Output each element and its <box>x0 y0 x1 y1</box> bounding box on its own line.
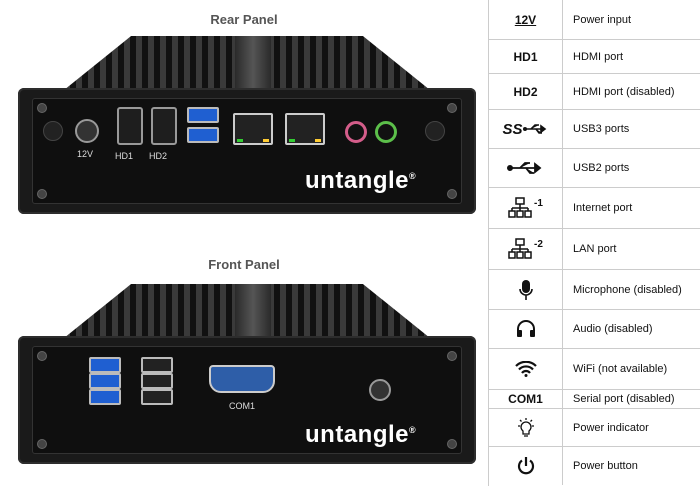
lan-port <box>285 113 325 145</box>
power-button-icon <box>489 447 563 485</box>
internet-port <box>233 113 273 145</box>
legend-row-lan: -2 LAN port <box>489 229 700 270</box>
legend-row-usb2: USB2 ports <box>489 149 700 188</box>
headphones-icon <box>489 310 563 348</box>
wifi-icon <box>489 349 563 389</box>
wifi-antenna-left <box>43 121 63 141</box>
legend-desc: USB2 ports <box>573 162 630 174</box>
network-icon: -2 <box>489 229 563 269</box>
audio-jack <box>375 121 397 143</box>
rear-panel-title: Rear Panel <box>210 12 278 27</box>
legend-desc: Microphone (disabled) <box>573 283 682 296</box>
power-glyph <box>517 457 534 475</box>
front-faceplate: COM1 untangle® <box>32 346 462 454</box>
rear-panel-image: 12V HD1 HD2 untangle® <box>18 36 476 214</box>
rear-faceplate: 12V HD1 HD2 untangle® <box>32 98 462 204</box>
usb2-port-1 <box>141 357 173 373</box>
light-bulb-glyph <box>517 417 534 437</box>
legend-desc: WiFi (not available) <box>573 363 668 375</box>
screw <box>447 103 457 113</box>
legend-row-wifi: WiFi (not available) <box>489 349 700 390</box>
legend-row-hdmi-2: HD2 HDMI port (disabled) <box>489 74 700 110</box>
legend-row-audio: Audio (disabled) <box>489 310 700 349</box>
headphones-glyph <box>516 320 535 337</box>
usb3-port-1 <box>89 357 121 373</box>
legend-desc: Audio (disabled) <box>573 323 653 335</box>
legend-desc: Power button <box>573 460 638 472</box>
microphone-jack <box>345 121 367 143</box>
screw <box>37 189 47 199</box>
wifi-antenna-right <box>425 121 445 141</box>
heatsink-spine <box>235 284 271 346</box>
screw <box>37 439 47 449</box>
activity-led <box>263 139 269 142</box>
usb3-port-3 <box>89 389 121 405</box>
heatsink-spine <box>235 36 271 98</box>
usb-trident-icon <box>522 124 546 134</box>
usb3-port-top <box>187 107 219 123</box>
legend-desc: HDMI port <box>573 50 624 63</box>
hdmi-icon: HD1 <box>489 40 563 73</box>
screw <box>447 439 457 449</box>
legend-desc: Serial port (disabled) <box>573 393 675 405</box>
legend-desc: Internet port <box>573 202 633 214</box>
hdmi-port-1 <box>117 107 143 145</box>
wifi-glyph <box>514 361 537 377</box>
power-button <box>369 379 391 401</box>
hdmi-icon: HD2 <box>489 74 563 109</box>
usb2-icon <box>489 149 563 187</box>
link-led <box>237 139 243 142</box>
screw <box>447 189 457 199</box>
serial-port <box>209 365 275 393</box>
legend-table: 12V Power input HD1 HDMI port HD2 HDMI p… <box>488 0 700 486</box>
usb2-port-3 <box>141 389 173 405</box>
legend-desc: HDMI port (disabled) <box>573 85 675 98</box>
com1-label: COM1 <box>229 401 256 411</box>
legend-row-microphone: Microphone (disabled) <box>489 270 700 310</box>
legend-row-power-button: Power button <box>489 447 700 485</box>
legend-row-internet: -1 Internet port <box>489 188 700 229</box>
microphone-icon <box>489 270 563 309</box>
untangle-logo: untangle® <box>305 421 417 448</box>
usb3-port-2 <box>89 373 121 389</box>
legend-desc: USB3 ports <box>573 123 630 135</box>
activity-led <box>315 139 321 142</box>
network-tree-icon <box>508 238 532 259</box>
hd2-label: HD2 <box>149 151 168 161</box>
usb3-icon: SS <box>489 110 563 148</box>
power-indicator-icon <box>489 409 563 446</box>
device-body: 12V HD1 HD2 untangle® <box>18 88 476 214</box>
power-input-port <box>75 119 99 143</box>
legend-row-serial: COM1 Serial port (disabled) <box>489 390 700 409</box>
link-led <box>289 139 295 142</box>
screw <box>37 351 47 361</box>
hdmi-port-2 <box>151 107 177 145</box>
legend-row-usb3: SS USB3 ports <box>489 110 700 149</box>
untangle-logo: untangle® <box>305 167 417 194</box>
legend-row-power-indicator: Power indicator <box>489 409 700 447</box>
legend-desc: Power input <box>573 13 632 26</box>
legend-row-hdmi-1: HD1 HDMI port <box>489 40 700 74</box>
screw <box>447 351 457 361</box>
legend-row-power-input: 12V Power input <box>489 0 700 40</box>
hd1-label: HD1 <box>115 151 134 161</box>
usb2-port-2 <box>141 373 173 389</box>
device-body: COM1 untangle® <box>18 336 476 464</box>
serial-icon: COM1 <box>489 390 563 408</box>
legend-desc: LAN port <box>573 243 617 255</box>
front-panel-image: COM1 untangle® <box>18 284 476 464</box>
power-input-icon: 12V <box>489 0 563 39</box>
power-label: 12V <box>77 149 94 159</box>
microphone-glyph <box>518 279 533 300</box>
network-icon: -1 <box>489 188 563 228</box>
usb-trident-icon <box>506 162 541 174</box>
usb3-port-bottom <box>187 127 219 143</box>
network-tree-icon <box>508 197 532 218</box>
legend-desc: Power indicator <box>573 421 649 434</box>
screw <box>37 103 47 113</box>
front-panel-title: Front Panel <box>208 257 280 272</box>
